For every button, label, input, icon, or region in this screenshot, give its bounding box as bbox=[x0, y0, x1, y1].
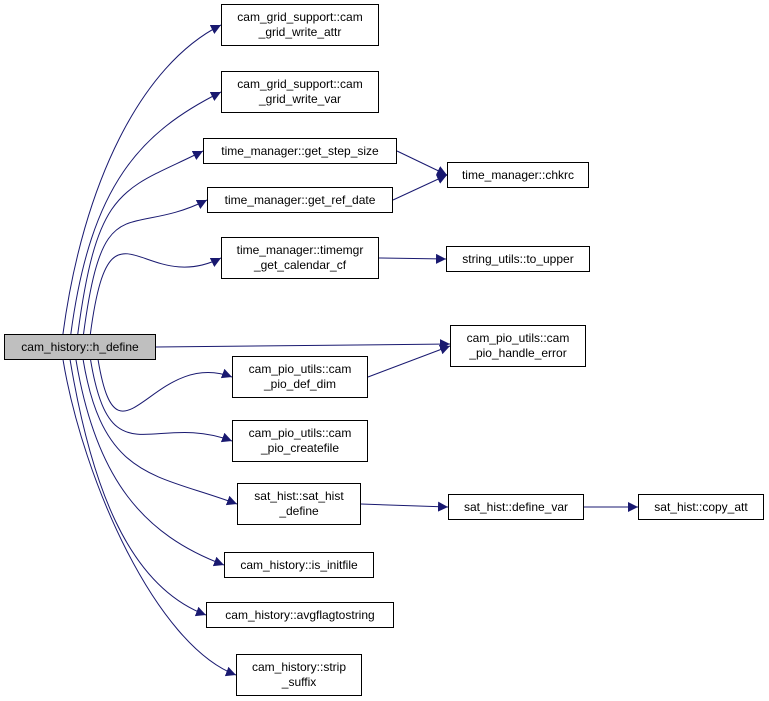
node-dd[interactable]: cam_pio_utils::cam_pio_def_dim bbox=[232, 356, 368, 398]
node-label: cam_history::avgflagtostring bbox=[225, 607, 375, 622]
node-h-define[interactable]: cam_history::h_define bbox=[4, 334, 156, 360]
edge-h_define-to-isi bbox=[75, 359, 225, 567]
node-label: time_manager::chkrc bbox=[461, 167, 575, 182]
node-label: cam_grid_support::cam bbox=[237, 77, 363, 91]
node-isi[interactable]: cam_history::is_initfile bbox=[224, 552, 374, 578]
node-label: cam_pio_utils::cam bbox=[466, 331, 570, 345]
edge-h_define-to-gwv bbox=[70, 91, 222, 335]
node-label: cam_history::strip bbox=[251, 660, 347, 674]
node-label: _pio_def_dim bbox=[263, 377, 337, 391]
edge-tgc-to-tu bbox=[378, 253, 447, 264]
node-gss[interactable]: time_manager::get_step_size bbox=[203, 138, 397, 164]
node-avg[interactable]: cam_history::avgflagtostring bbox=[206, 602, 394, 628]
node-gwa[interactable]: cam_grid_support::cam_grid_write_attr bbox=[221, 4, 379, 46]
edge-gss-to-chkrc bbox=[396, 150, 448, 176]
node-chkrc[interactable]: time_manager::chkrc bbox=[447, 162, 589, 188]
edge-h_define-to-gwa bbox=[62, 24, 222, 335]
node-label: sat_hist::define_var bbox=[463, 499, 569, 514]
edge-h_define-to-cf bbox=[90, 359, 233, 443]
node-label: _grid_write_var bbox=[258, 92, 342, 106]
node-grd[interactable]: time_manager::get_ref_date bbox=[207, 187, 393, 213]
node-label: cam_pio_utils::cam bbox=[248, 362, 352, 376]
edge-grd-to-chkrc bbox=[392, 174, 448, 201]
node-label: _pio_createfile bbox=[260, 441, 340, 455]
node-ss[interactable]: cam_history::strip_suffix bbox=[236, 654, 362, 696]
node-shd[interactable]: sat_hist::sat_hist_define bbox=[237, 483, 361, 525]
edge-h_define-to-avg bbox=[69, 359, 207, 617]
node-label: _grid_write_attr bbox=[258, 25, 342, 39]
node-tu[interactable]: string_utils::to_upper bbox=[446, 246, 590, 272]
node-phe[interactable]: cam_pio_utils::cam_pio_handle_error bbox=[450, 325, 586, 367]
edge-h_define-to-ss bbox=[62, 359, 237, 677]
node-gwv[interactable]: cam_grid_support::cam_grid_write_var bbox=[221, 71, 379, 113]
node-label: cam_history::is_initfile bbox=[240, 557, 358, 572]
edge-dd-to-phe bbox=[367, 344, 451, 378]
node-ca[interactable]: sat_hist::copy_att bbox=[638, 494, 764, 520]
edge-h_define-to-grd bbox=[83, 199, 208, 335]
node-label: time_manager::timemgr bbox=[236, 243, 364, 257]
edge-h_define-to-tgc bbox=[89, 253, 222, 335]
node-dv[interactable]: sat_hist::define_var bbox=[448, 494, 584, 520]
node-label: _pio_handle_error bbox=[469, 346, 567, 360]
node-cf[interactable]: cam_pio_utils::cam_pio_createfile bbox=[232, 420, 368, 462]
edge-shd-to-dv bbox=[360, 501, 449, 512]
edge-h_define-to-phe bbox=[155, 339, 451, 350]
node-label: _get_calendar_cf bbox=[253, 258, 347, 272]
edge-h_define-to-shd bbox=[82, 359, 238, 506]
node-label: cam_pio_utils::cam bbox=[248, 426, 352, 440]
node-label: time_manager::get_step_size bbox=[221, 143, 379, 158]
node-label: _suffix bbox=[281, 675, 317, 689]
node-label: sat_hist::sat_hist bbox=[254, 489, 344, 503]
edge-h_define-to-gss bbox=[77, 150, 204, 335]
node-label: cam_grid_support::cam bbox=[237, 10, 363, 24]
node-label: cam_history::h_define bbox=[21, 339, 139, 354]
edge-h_define-to-dd bbox=[97, 359, 233, 412]
node-label: string_utils::to_upper bbox=[462, 251, 574, 266]
node-label: sat_hist::copy_att bbox=[654, 499, 748, 514]
node-label: _define bbox=[279, 504, 319, 518]
node-tgc[interactable]: time_manager::timemgr_get_calendar_cf bbox=[221, 237, 379, 279]
node-label: time_manager::get_ref_date bbox=[224, 192, 376, 207]
